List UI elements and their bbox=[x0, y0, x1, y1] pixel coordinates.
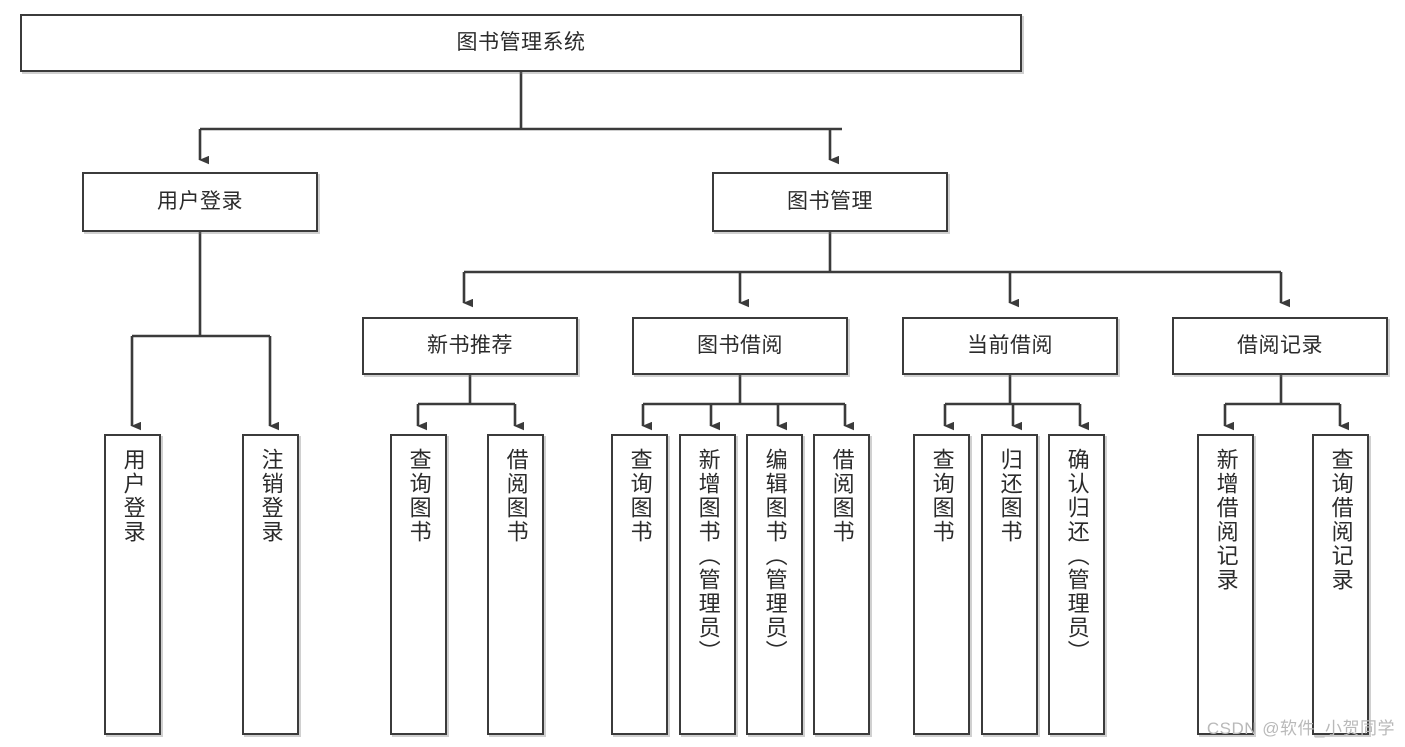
node-book-borrow[interactable]: 图书借阅 bbox=[632, 317, 848, 375]
node-leaf-logout-label: 注销登录 bbox=[258, 448, 284, 544]
node-leaf-add-book-label: 新增图书（管理员） bbox=[695, 448, 721, 664]
node-book-manage[interactable]: 图书管理 bbox=[712, 172, 948, 232]
node-leaf-query-record-label: 查询借阅记录 bbox=[1328, 448, 1354, 592]
node-leaf-confirm-return[interactable]: 确认归还（管理员） bbox=[1048, 434, 1105, 735]
node-borrow-record[interactable]: 借阅记录 bbox=[1172, 317, 1388, 375]
node-new-book-rec[interactable]: 新书推荐 bbox=[362, 317, 578, 375]
node-leaf-query-book-3[interactable]: 查询图书 bbox=[913, 434, 970, 735]
node-leaf-borrow-book-1[interactable]: 借阅图书 bbox=[487, 434, 544, 735]
node-current-borrow[interactable]: 当前借阅 bbox=[902, 317, 1118, 375]
node-leaf-add-record-label: 新增借阅记录 bbox=[1213, 448, 1239, 592]
node-leaf-user-login[interactable]: 用户登录 bbox=[104, 434, 161, 735]
node-leaf-borrow-book-1-label: 借阅图书 bbox=[503, 448, 529, 544]
node-leaf-return-book[interactable]: 归还图书 bbox=[981, 434, 1038, 735]
node-book-manage-label: 图书管理 bbox=[787, 189, 873, 213]
node-leaf-return-book-label: 归还图书 bbox=[997, 448, 1023, 544]
node-user-login[interactable]: 用户登录 bbox=[82, 172, 318, 232]
node-leaf-query-book-2[interactable]: 查询图书 bbox=[611, 434, 668, 735]
node-leaf-confirm-return-label: 确认归还（管理员） bbox=[1064, 448, 1090, 664]
node-leaf-user-login-label: 用户登录 bbox=[120, 448, 146, 544]
node-leaf-borrow-book-2[interactable]: 借阅图书 bbox=[813, 434, 870, 735]
node-leaf-add-book[interactable]: 新增图书（管理员） bbox=[679, 434, 736, 735]
node-leaf-query-book-2-label: 查询图书 bbox=[627, 448, 653, 544]
node-user-login-label: 用户登录 bbox=[157, 189, 243, 213]
node-root[interactable]: 图书管理系统 bbox=[20, 14, 1022, 72]
csdn-watermark: CSDN @软件_小贺同学 bbox=[1206, 719, 1395, 738]
node-leaf-edit-book-label: 编辑图书（管理员） bbox=[762, 448, 788, 664]
node-current-borrow-label: 当前借阅 bbox=[967, 333, 1053, 357]
node-leaf-query-book-3-label: 查询图书 bbox=[929, 448, 955, 544]
node-book-borrow-label: 图书借阅 bbox=[697, 333, 783, 357]
node-borrow-record-label: 借阅记录 bbox=[1237, 333, 1323, 357]
node-new-book-rec-label: 新书推荐 bbox=[427, 333, 513, 357]
node-leaf-query-book-1[interactable]: 查询图书 bbox=[390, 434, 447, 735]
node-leaf-borrow-book-2-label: 借阅图书 bbox=[829, 448, 855, 544]
node-leaf-add-record[interactable]: 新增借阅记录 bbox=[1197, 434, 1254, 735]
node-leaf-query-book-1-label: 查询图书 bbox=[406, 448, 432, 544]
node-leaf-query-record[interactable]: 查询借阅记录 bbox=[1312, 434, 1369, 735]
node-leaf-logout[interactable]: 注销登录 bbox=[242, 434, 299, 735]
node-root-label: 图书管理系统 bbox=[456, 30, 586, 54]
node-leaf-edit-book[interactable]: 编辑图书（管理员） bbox=[746, 434, 803, 735]
